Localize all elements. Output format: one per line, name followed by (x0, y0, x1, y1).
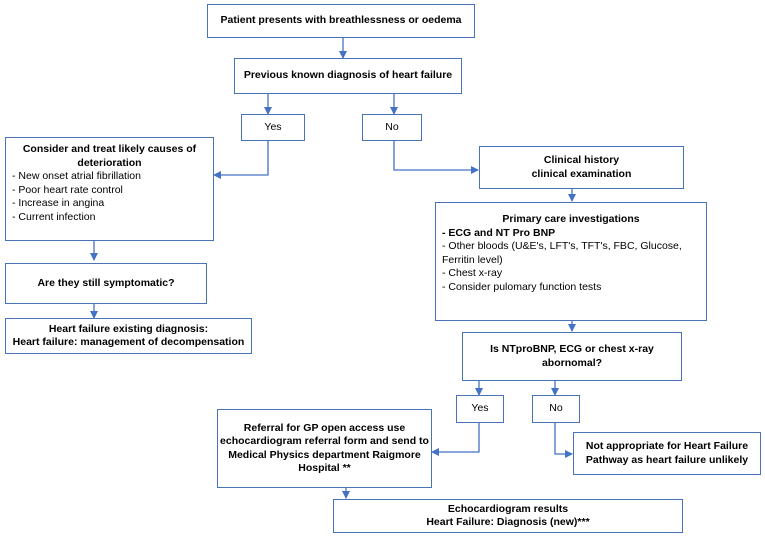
referral-line4: Hospital ** (298, 462, 351, 474)
still-symptomatic-text: Are they still symptomatic? (37, 276, 175, 289)
not-appropriate-line2: Pathway as heart failure unlikely (585, 453, 749, 466)
abnormal-question-box: Is NTproBNP, ECG or chest x-ray abornoma… (462, 332, 682, 381)
referral-line2: echocardiogram referral form and send to (220, 435, 429, 447)
echo-results-box: Echocardiogram results Heart Failure: Di… (333, 499, 683, 533)
arrow-yes-to-referral (431, 423, 480, 456)
arrow-yes-to-consider (213, 141, 269, 179)
arrow-no-to-notappropriate (554, 423, 573, 458)
yes-label-2: Yes (471, 402, 489, 415)
yes-box-2: Yes (456, 395, 504, 423)
existing-diagnosis-box: Heart failure existing diagnosis: Heart … (5, 318, 252, 354)
consider-list: - New onset atrial fibrillation - Poor h… (12, 170, 213, 224)
consider-item-infection: - Current infection (12, 210, 96, 223)
referral-line3: Medical Physics department Raigmore (228, 448, 421, 461)
abnormal-line1: Is NTproBNP, ECG or chest x-ray (490, 343, 654, 355)
primary-care-box: Primary care investigations - ECG and NT… (435, 202, 707, 321)
primary-item-pulmonary: - Consider pulomary function tests (442, 280, 602, 293)
consider-title-line2: deterioration (77, 156, 142, 169)
primary-item-ecg: - ECG and NT Pro BNP (442, 226, 556, 239)
clinical-history-box: Clinical history clinical examination (479, 146, 684, 189)
arrow-no-to-clinical (393, 141, 479, 174)
primary-item-ferritin: Ferritin level) (442, 253, 503, 266)
no-label-1: No (385, 120, 399, 133)
abnormal-line2: abornomal? (541, 356, 603, 369)
yes-label-1: Yes (264, 120, 282, 133)
yes-box-1: Yes (241, 114, 305, 141)
primary-item-xray: - Chest x-ray (442, 267, 503, 279)
echo-line1: Echocardiogram results (447, 502, 569, 515)
clinical-line1: Clinical history (543, 154, 620, 166)
consider-treat-box: Consider and treat likely causes of dete… (5, 137, 214, 241)
still-symptomatic-box: Are they still symptomatic? (5, 263, 207, 304)
consider-item-af: - New onset atrial fibrillation (12, 170, 141, 182)
primary-list: - ECG and NT Pro BNP - Other bloods (U&E… (442, 227, 706, 295)
existing-line2: Heart failure: management of decompensat… (12, 336, 245, 348)
patient-presents-text: Patient presents with breathlessness or … (220, 14, 462, 27)
patient-presents-box: Patient presents with breathlessness or … (207, 4, 475, 38)
referral-box: Referral for GP open access use echocard… (217, 409, 432, 488)
not-appropriate-box: Not appropriate for Heart Failure Pathwa… (573, 432, 761, 475)
existing-line1: Heart failure existing diagnosis: (48, 322, 209, 335)
previous-diagnosis-box: Previous known diagnosis of heart failur… (234, 58, 462, 94)
consider-title-line1: Consider and treat likely causes of (22, 143, 197, 155)
clinical-line2: clinical examination (531, 167, 632, 180)
primary-item-bloods: - Other bloods (U&E's, LFT's, TFT's, FBC… (442, 240, 682, 252)
consider-item-angina: - Increase in angina (12, 197, 105, 209)
primary-title: Primary care investigations (502, 213, 640, 225)
not-appropriate-line1: Not appropriate for Heart Failure (585, 440, 749, 452)
echo-line2: Heart Failure: Diagnosis (new)*** (426, 516, 590, 528)
consider-item-rate: - Poor heart rate control (12, 183, 123, 196)
no-box-1: No (362, 114, 422, 141)
no-box-2: No (532, 395, 580, 423)
referral-line1: Referral for GP open access use (243, 421, 406, 434)
no-label-2: No (549, 402, 563, 415)
previous-diagnosis-text: Previous known diagnosis of heart failur… (243, 69, 453, 82)
